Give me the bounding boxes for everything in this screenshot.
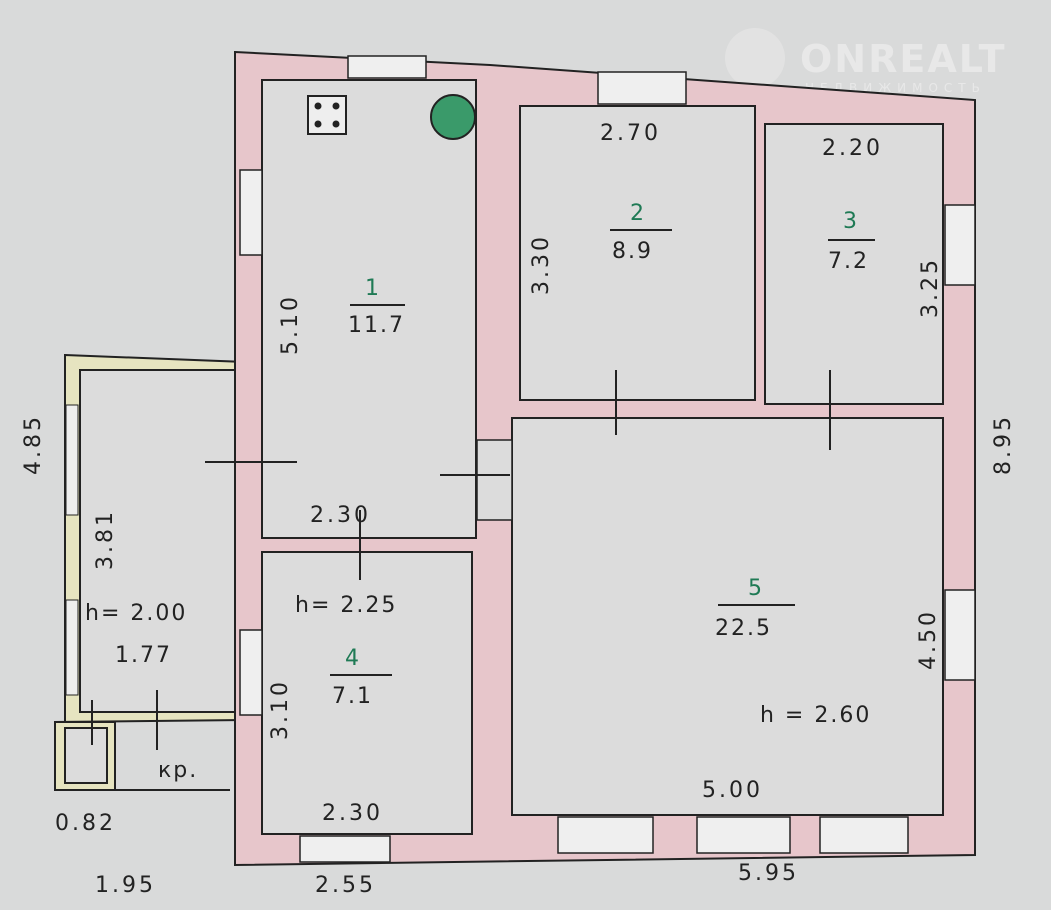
dimension: 5.00 bbox=[702, 778, 763, 803]
room5-height: h = 2.60 bbox=[760, 703, 871, 728]
dimension: 2.30 bbox=[322, 801, 383, 826]
watermark-house-icon bbox=[725, 28, 785, 88]
watermark-brand: ONREALT bbox=[800, 37, 1007, 81]
veranda-height: h= 2.00 bbox=[85, 601, 187, 626]
chimney-icon bbox=[430, 94, 476, 140]
doorway bbox=[476, 439, 513, 521]
room-area: 11.7 bbox=[348, 313, 405, 338]
dimension: 3.81 bbox=[93, 509, 118, 570]
window bbox=[944, 204, 976, 286]
room-area: 7.1 bbox=[332, 684, 373, 709]
window bbox=[239, 629, 263, 716]
dimension: 5.95 bbox=[738, 861, 799, 886]
window bbox=[347, 55, 427, 79]
room-2 bbox=[519, 105, 756, 401]
veranda-area: 1.77 bbox=[115, 643, 172, 668]
window bbox=[239, 169, 263, 256]
room-number: 4 bbox=[345, 646, 359, 671]
room-area: 7.2 bbox=[828, 249, 869, 274]
veranda-window bbox=[65, 599, 79, 696]
dimension: 3.30 bbox=[529, 234, 554, 295]
room-area: 8.9 bbox=[612, 239, 653, 264]
window bbox=[696, 816, 791, 854]
window bbox=[597, 71, 687, 105]
stove-icon bbox=[307, 95, 347, 135]
room-4 bbox=[261, 551, 473, 835]
window bbox=[299, 835, 391, 863]
room-number: 2 bbox=[630, 201, 644, 226]
dimension: 2.20 bbox=[822, 136, 883, 161]
room-3 bbox=[764, 123, 944, 405]
window bbox=[557, 816, 654, 854]
dimension: 3.25 bbox=[918, 257, 943, 318]
fixtures bbox=[307, 94, 476, 140]
room-number: 3 bbox=[843, 209, 857, 234]
dimension: 4.85 bbox=[21, 414, 46, 475]
dimension: 0.82 bbox=[55, 811, 116, 836]
room4-height: h= 2.25 bbox=[295, 593, 397, 618]
watermark: ONREALT НЕДВИЖИМОСТЬ bbox=[725, 28, 1007, 95]
dimension: 4.50 bbox=[916, 609, 941, 670]
windows bbox=[239, 55, 976, 863]
window bbox=[944, 589, 976, 681]
dimension: 2.30 bbox=[310, 503, 371, 528]
dimension: 8.95 bbox=[991, 414, 1016, 475]
room-number: 1 bbox=[365, 276, 379, 301]
window bbox=[819, 816, 909, 854]
dimension: 2.55 bbox=[315, 873, 376, 898]
dimensions: 2.70 2.20 2.30 2.30 5.00 0.82 1.95 2.55 … bbox=[21, 121, 1016, 898]
dimension: 2.70 bbox=[600, 121, 661, 146]
veranda bbox=[54, 353, 246, 791]
room-5 bbox=[511, 417, 944, 816]
porch-label: кр. bbox=[158, 758, 198, 783]
room-number: 5 bbox=[748, 576, 762, 601]
room-1 bbox=[261, 79, 477, 539]
door-marks bbox=[205, 370, 831, 580]
dimension: 1.95 bbox=[95, 873, 156, 898]
veranda-window bbox=[65, 404, 79, 516]
dimension: 3.10 bbox=[268, 679, 293, 740]
dimension: 5.10 bbox=[278, 294, 303, 355]
rooms bbox=[261, 79, 944, 835]
room-area: 22.5 bbox=[715, 616, 772, 641]
